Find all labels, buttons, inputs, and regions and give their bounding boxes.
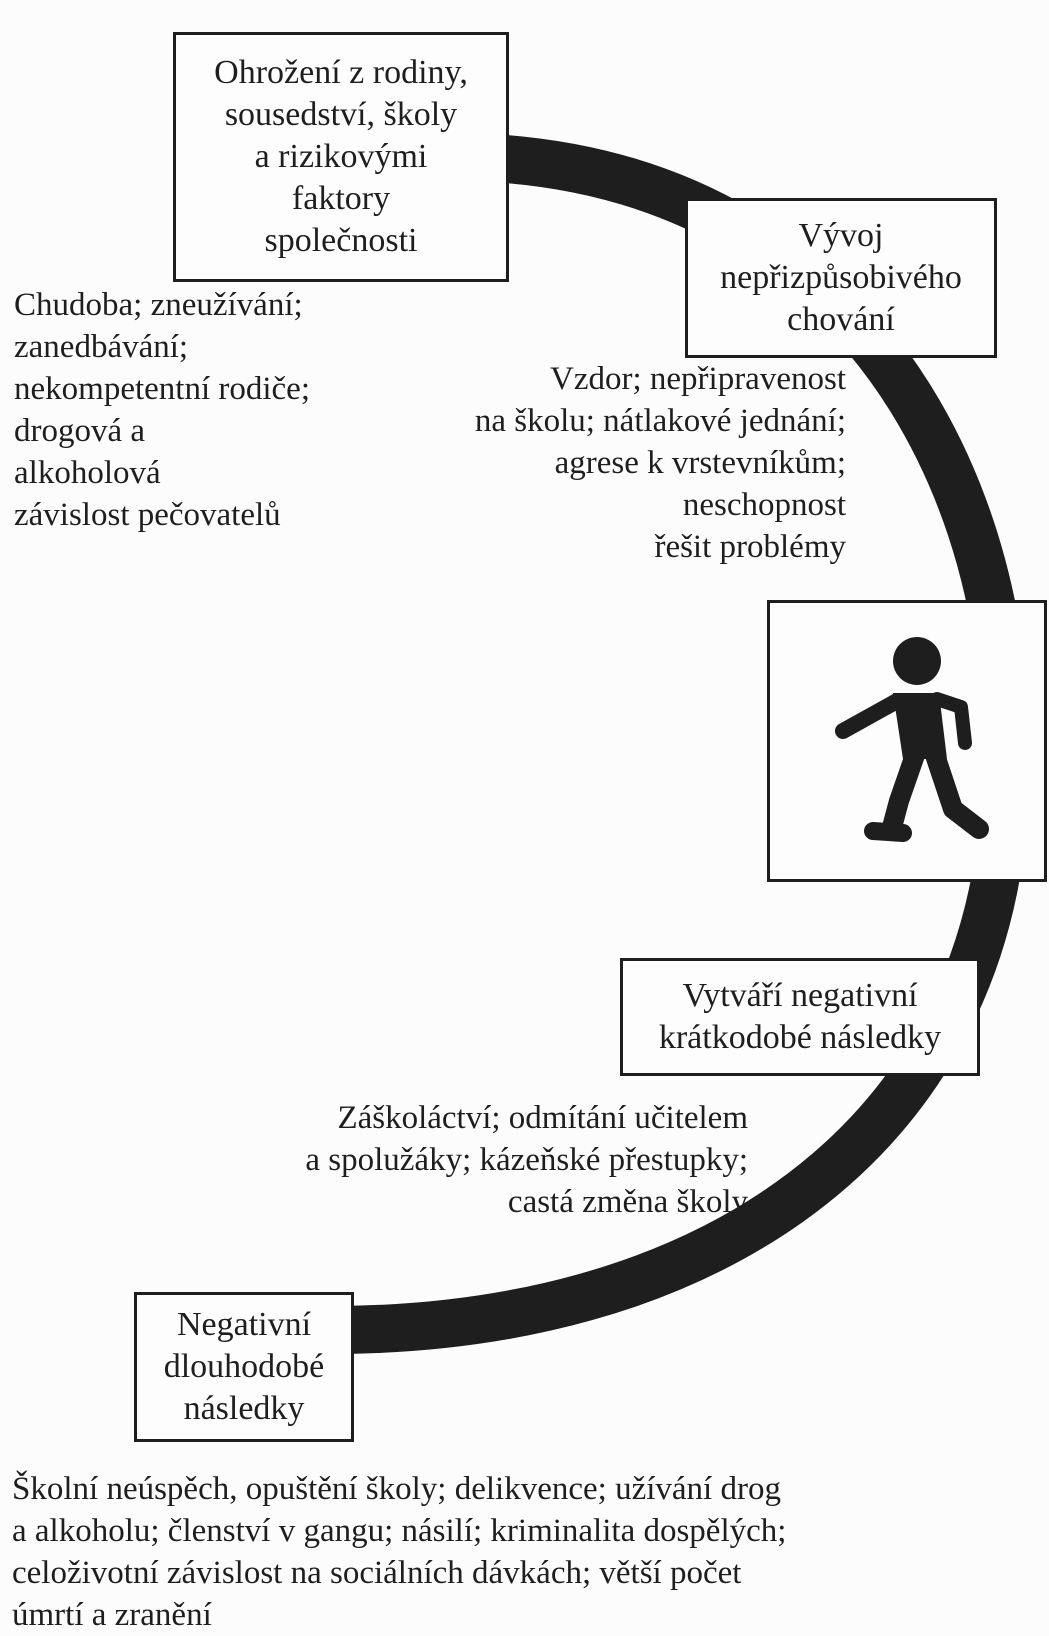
- short-term-effects-note: Záškoláctví; odmítání učitelem a spolužá…: [305, 1100, 748, 1220]
- long-term-box: Negativní dlouhodobé následky: [134, 1292, 354, 1442]
- long-term-effects-note: Školní neúspěch, opuštění školy; delikve…: [12, 1471, 787, 1633]
- short-term-box-label: Vytváří negativní krátkodobé následky: [658, 977, 942, 1056]
- development-box: Vývoj nepřizpůsobivého chování: [685, 198, 997, 358]
- figure-box: [767, 600, 1047, 882]
- long-term-box-label: Negativní dlouhodobé následky: [163, 1306, 325, 1427]
- walking-person-icon: [835, 637, 989, 842]
- threats-box: Ohrožení z rodiny, sousedství, školy a r…: [173, 32, 509, 282]
- threats-box-label: Ohrožení z rodiny, sousedství, školy a r…: [214, 54, 468, 259]
- behaviors-note: Vzdor; nepřipravenost na školu; nátlakov…: [474, 361, 846, 565]
- short-term-box: Vytváří negativní krátkodobé následky: [620, 958, 980, 1076]
- development-box-label: Vývoj nepřizpůsobivého chování: [720, 217, 962, 338]
- risk-factors-note: Chudoba; zneužívání; zanedbávání; nekomp…: [14, 287, 310, 533]
